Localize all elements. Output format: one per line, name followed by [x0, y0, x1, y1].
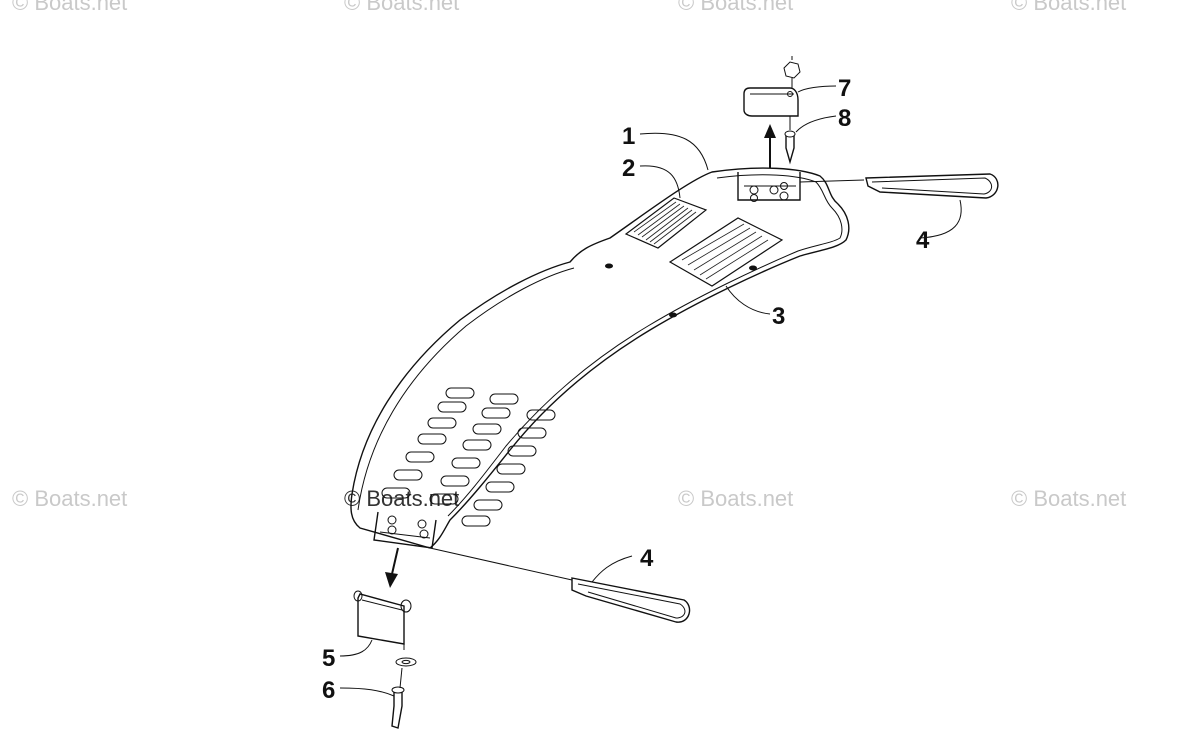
callout-4-upper: 4	[916, 227, 930, 254]
hinge-7	[743, 56, 801, 117]
callout-8: 8	[838, 105, 851, 132]
watermark-top-1: © Boats.net	[12, 0, 128, 15]
watermark-mid-3: © Boats.net	[678, 486, 794, 511]
callout-5: 5	[322, 645, 335, 672]
arrow-down-icon	[385, 547, 399, 588]
callout-6: 6	[322, 677, 335, 704]
callout-4-lower: 4	[640, 545, 654, 572]
hinge-pin-upper	[799, 173, 999, 199]
hinge-plate-bottom	[373, 511, 437, 549]
hinge-pin-lower	[429, 547, 691, 623]
watermark-top-3: © Boats.net	[678, 0, 794, 15]
arrow-up-icon	[764, 124, 776, 168]
rivet-6	[391, 667, 405, 729]
decal-2	[624, 197, 708, 249]
decal-3	[668, 217, 784, 287]
watermark-top-4: © Boats.net	[1011, 0, 1127, 15]
callout-1: 1	[622, 123, 635, 150]
leader-lines	[339, 85, 962, 697]
callout-3: 3	[772, 303, 785, 330]
callout-7: 7	[838, 75, 851, 102]
callout-2: 2	[622, 155, 635, 182]
watermark-mid-4: © Boats.net	[1011, 486, 1127, 511]
watermark-mid-1: © Boats.net	[12, 486, 128, 511]
running-board	[350, 167, 850, 549]
watermark-top-2: © Boats.net	[344, 0, 460, 15]
rivet-8	[784, 116, 796, 165]
hinge-5	[353, 590, 417, 667]
vent-slots	[381, 387, 556, 527]
hinge-plate-top	[737, 172, 801, 202]
